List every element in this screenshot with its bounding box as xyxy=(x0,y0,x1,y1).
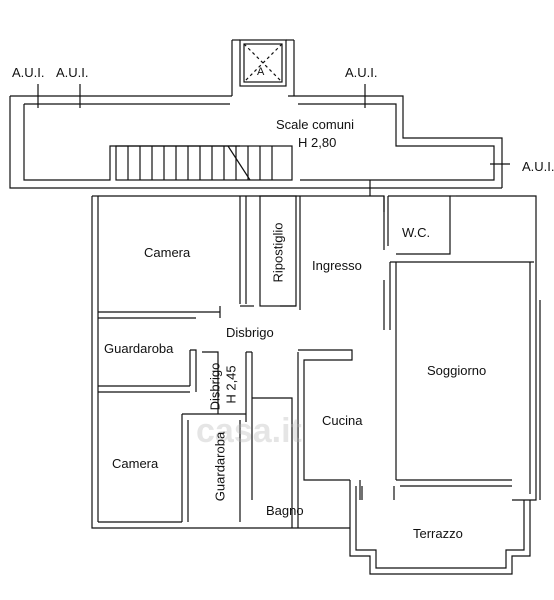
corridor-left-wall xyxy=(9,96,42,189)
corridor-top-wall-right xyxy=(360,95,503,188)
room-label-camera-top: Camera xyxy=(144,245,191,260)
apartment-right-wall xyxy=(456,195,537,501)
room-label-disbrigo: Disbrigo xyxy=(226,325,274,340)
ingresso-top xyxy=(300,195,385,250)
lift-shaft-inner xyxy=(243,43,283,83)
room-label-terrazzo: Terrazzo xyxy=(413,526,463,541)
lift-shaft xyxy=(239,39,287,87)
stairs xyxy=(115,145,293,181)
aui-label-2: A.U.I. xyxy=(56,65,89,80)
room-label-guardaroba-vertical: Guardaroba xyxy=(212,431,228,502)
room-label-soggiorno: Soggiorno xyxy=(427,363,487,378)
room-label-disbrigo-vertical: Disbrigo xyxy=(207,362,223,411)
apartment-left-wall xyxy=(91,196,182,529)
aui-label-4: A.U.I. xyxy=(522,159,554,174)
room-label-disbrigo-height: H 2,45 xyxy=(223,365,239,404)
watermark: casa.it xyxy=(196,412,302,450)
room-label-guardaroba-left: Guardaroba xyxy=(104,341,174,356)
stairs-label-name: Scale comuni xyxy=(276,117,355,132)
aui-label-3: A.U.I. xyxy=(345,65,378,80)
room-label-camera-bottom: Camera xyxy=(112,456,159,471)
room-label-ripostiglio: Ripostiglio xyxy=(270,222,286,283)
corridor-inner-left xyxy=(23,104,240,181)
corridor-inner-right xyxy=(298,103,495,181)
room-label-ingresso: Ingresso xyxy=(312,258,362,273)
ripostiglio-room xyxy=(259,195,297,307)
terrazzo-outline xyxy=(349,500,531,575)
wc-room xyxy=(388,195,451,255)
room-label-bagno: Bagno xyxy=(266,503,304,518)
lift-marker: A xyxy=(257,66,265,78)
stairs-label-height: H 2,80 xyxy=(298,135,337,150)
aui-label-1: A.U.I. xyxy=(12,65,45,80)
walls xyxy=(9,39,541,575)
room-label-cucina: Cucina xyxy=(322,413,363,428)
room-label-wc: W.C. xyxy=(402,225,431,240)
